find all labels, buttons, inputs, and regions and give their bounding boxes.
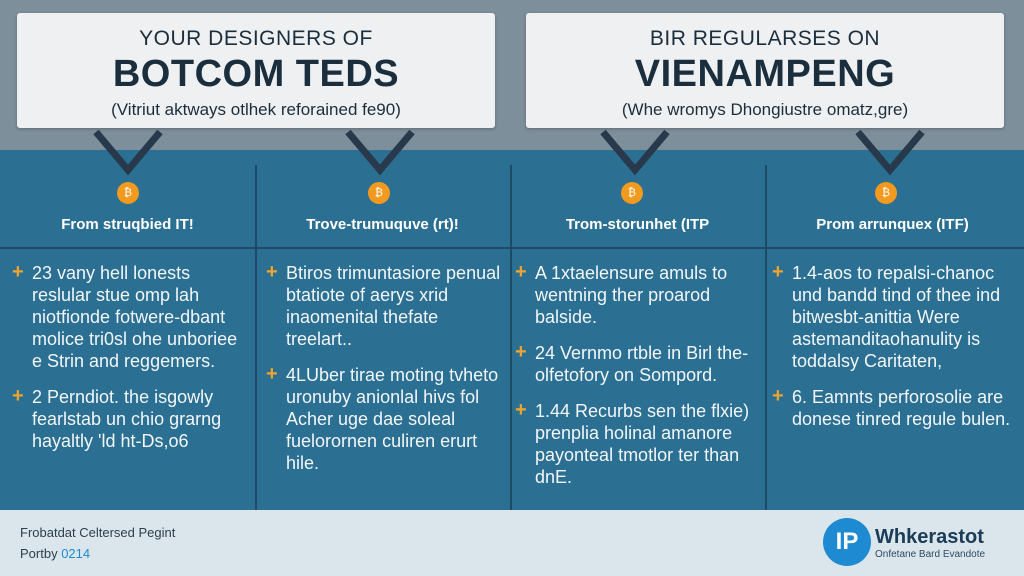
- plus-icon: +: [266, 261, 278, 283]
- list-item-text: 23 vany hell lonests reslular stue omp l…: [32, 263, 238, 371]
- list-item: +6. Eamnts perforosolie are donese tinre…: [772, 385, 1012, 430]
- column-list: +23 vany hell lonests reslular stue omp …: [12, 261, 252, 466]
- title-left-line2: BOTCOM TEDS: [112, 53, 400, 95]
- plus-icon: +: [772, 385, 784, 407]
- divider-vertical: [510, 165, 512, 510]
- column-list: + A 1xtaelensure amuls to wentning ther p…: [515, 261, 755, 502]
- title-right-subtitle: (Whe wromys Dhongiustre omatz,gre): [621, 100, 909, 119]
- content-panel: [0, 150, 1024, 510]
- list-item: + A 1xtaelensure amuls to wentning ther p…: [515, 261, 755, 328]
- chevron-down-icon: [345, 129, 415, 176]
- list-item: + Btiros trimuntasiore penual btatiote of…: [266, 261, 506, 350]
- column-heading: Prom arrunquex (ITF): [816, 216, 969, 233]
- bitcoin-coin-icon: ₿: [875, 182, 897, 204]
- plus-icon: +: [515, 341, 527, 363]
- title-right-line2: VIENAMPENG: [634, 53, 896, 95]
- chevron-down-icon: [93, 129, 163, 176]
- bitcoin-coin-icon: ₿: [117, 182, 139, 204]
- list-item: +4LUber tirae moting tvheto uronuby anio…: [266, 363, 506, 474]
- footer-line1: Frobatdat Celtersed Pegint: [20, 525, 176, 540]
- brand-logo: IP: [823, 518, 871, 566]
- plus-icon: +: [515, 261, 527, 283]
- column-list: + Btiros trimuntasiore penual btatiote of…: [266, 261, 506, 488]
- list-item-text: A 1xtaelensure amuls to wentning ther pr…: [535, 263, 728, 327]
- column-heading: From struqbied IT!: [61, 216, 194, 233]
- list-item: +24 Vernmo rtble in Birl the-olfetofory …: [515, 341, 755, 386]
- brand-tagline: Onfetane Bard Evandote: [875, 549, 986, 560]
- chevron-down-icon: [855, 129, 925, 176]
- footer-value: 0214: [61, 546, 91, 561]
- list-item: +1.44 Recurbs sen the flxie) prenplia ho…: [515, 399, 755, 488]
- column-list: +1.4-aos to repalsi-chanoc und bandd tin…: [772, 261, 1012, 444]
- list-item: +23 vany hell lonests reslular stue omp …: [12, 261, 252, 372]
- title-box-left: YOUR DESIGNERS OF BOTCOM TEDS (Vitriut a…: [17, 13, 495, 128]
- title-right-line1: BIR REGULARSES ON: [649, 27, 881, 50]
- divider-vertical: [255, 165, 257, 510]
- column-heading: Trove-trumuquve (rt)!: [306, 216, 459, 233]
- plus-icon: +: [772, 261, 784, 283]
- title-left-line1: YOUR DESIGNERS OF: [139, 27, 373, 50]
- list-item-text: 2 Perndiot. the isgowly fearlstab un chi…: [32, 387, 222, 451]
- divider-vertical: [765, 165, 767, 510]
- list-item-text: 6. Eamnts perforosolie are donese tinred…: [792, 387, 1011, 429]
- list-item-text: 4LUber tirae moting tvheto uronuby anion…: [286, 365, 499, 473]
- footer-label: Portby: [20, 546, 58, 561]
- title-box-right: BIR REGULARSES ON VIENAMPENG (Whe wromys…: [526, 13, 1004, 128]
- bitcoin-coin-icon: ₿: [368, 182, 390, 204]
- column-heading: Trom-storunhet (ITP: [565, 216, 710, 233]
- plus-icon: +: [515, 399, 527, 421]
- chevron-down-icon: [600, 129, 670, 176]
- list-item: +2 Perndiot. the isgowly fearlstab un ch…: [12, 385, 252, 452]
- plus-icon: +: [12, 385, 24, 407]
- list-item: +1.4-aos to repalsi-chanoc und bandd tin…: [772, 261, 1012, 372]
- list-item-text: 24 Vernmo rtble in Birl the-olfetofory o…: [535, 343, 749, 385]
- list-item-text: 1.4-aos to repalsi-chanoc und bandd tind…: [792, 263, 1001, 371]
- list-item-text: Btiros trimuntasiore penual btatiote of …: [286, 263, 501, 349]
- footer-line2: Portby 0214: [20, 546, 90, 561]
- plus-icon: +: [12, 261, 24, 283]
- divider-horizontal: [0, 247, 1024, 249]
- bitcoin-coin-icon: ₿: [621, 182, 643, 204]
- brand-name: Whkerastot: [875, 526, 984, 548]
- title-left-subtitle: (Vitriut aktways otlhek reforained fe90): [111, 100, 401, 119]
- plus-icon: +: [266, 363, 278, 385]
- list-item-text: 1.44 Recurbs sen the flxie) prenplia hol…: [535, 401, 750, 487]
